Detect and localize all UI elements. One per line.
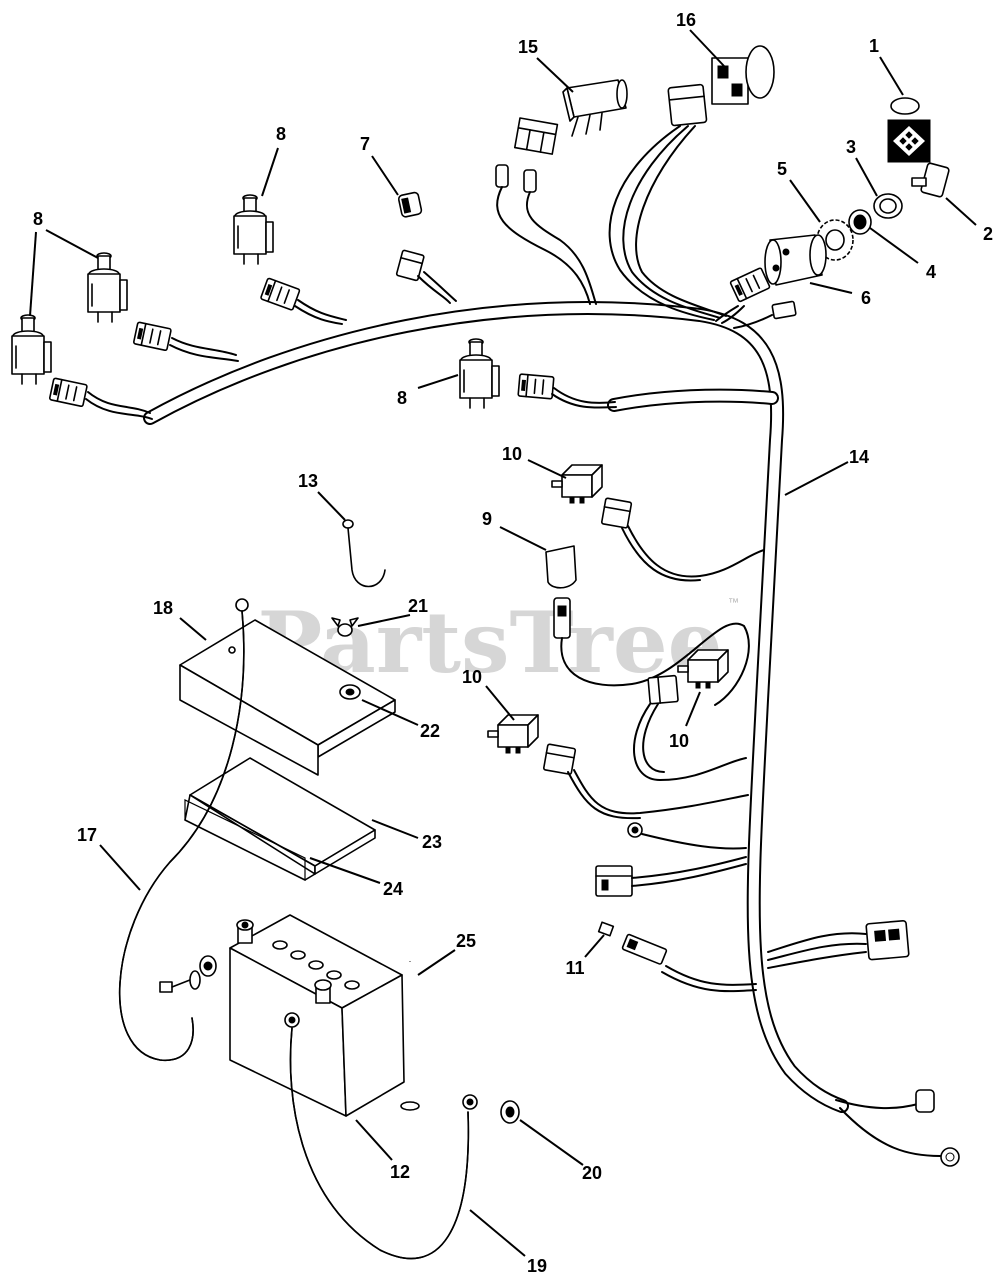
- callout-label: 1: [869, 36, 879, 56]
- relay-top: [551, 464, 765, 582]
- battery-cable-17: [118, 598, 249, 1061]
- battery-tray: [179, 619, 396, 776]
- hold-down-rod: [400, 961, 420, 1111]
- watermark-tm: ™: [728, 597, 739, 609]
- callout-label: 4: [926, 262, 936, 282]
- callout-label: 25: [456, 931, 476, 951]
- relay-lower-left: [487, 714, 749, 820]
- battery: [229, 914, 405, 1117]
- plunger-switch-left: [87, 252, 239, 362]
- decal: [887, 97, 931, 163]
- switch-16: [608, 45, 775, 321]
- hex-nut: [873, 193, 903, 219]
- battery-base-plate: [184, 794, 316, 881]
- callout-label: 10: [462, 667, 482, 687]
- terminal-boot: [545, 545, 750, 706]
- callout-label: 24: [383, 879, 403, 899]
- relay-right: [633, 649, 747, 782]
- harness-right-connector: [767, 919, 910, 969]
- battery-terminal-negative: [314, 979, 332, 1004]
- harness-end-terminals: [835, 1089, 960, 1167]
- ignition-switch: [715, 234, 827, 329]
- callout-leaders: [29, 29, 977, 1257]
- washer: [848, 209, 872, 235]
- callout-label: 3: [846, 137, 856, 157]
- callout-label: 2: [983, 224, 993, 244]
- callout-label: 8: [33, 209, 43, 229]
- callout-label: 5: [777, 159, 787, 179]
- callout-label: 21: [408, 596, 428, 616]
- callout-label: 10: [502, 444, 522, 464]
- callout-label: 12: [390, 1162, 410, 1182]
- callout-label: 23: [422, 832, 442, 852]
- callout-label: 19: [527, 1256, 547, 1276]
- callout-label: 18: [153, 598, 173, 618]
- terminal-bolt: [159, 955, 217, 993]
- plunger-switch-center: [459, 338, 617, 409]
- callout-label: 8: [397, 388, 407, 408]
- callout-label: 15: [518, 37, 538, 57]
- callout-label: 22: [420, 721, 440, 741]
- wing-nut: [331, 617, 359, 637]
- harness-lower-connectors: [595, 822, 747, 897]
- battery-cable-19: [284, 1012, 478, 1260]
- terminal-11: [597, 921, 757, 993]
- j-hook: [342, 519, 386, 588]
- callout-label: 7: [360, 134, 370, 154]
- switch-15: [495, 79, 628, 305]
- callout-label: 13: [298, 471, 318, 491]
- main-wiring-harness: [143, 301, 849, 1113]
- callout-label: 6: [861, 288, 871, 308]
- callout-label: 9: [482, 509, 492, 529]
- callout-labels: 16 15 1 3 2 5 4 6 7 8 8 8 14 10 13 9 21 …: [33, 10, 993, 1276]
- terminal-nut: [500, 1100, 520, 1124]
- callout-label: 8: [276, 124, 286, 144]
- callout-label: 11: [565, 958, 584, 978]
- callout-label: 17: [77, 825, 97, 845]
- flat-washer: [339, 684, 361, 700]
- callout-label: 20: [582, 1163, 602, 1183]
- ignition-key: [911, 162, 950, 198]
- callout-label: 14: [849, 447, 869, 467]
- seat-switch-far-left: [11, 314, 153, 420]
- battery-terminal-positive: [236, 919, 254, 944]
- connector-cap: [395, 191, 457, 304]
- callout-label: 16: [676, 10, 696, 30]
- plunger-switch-top: [233, 194, 347, 325]
- callout-label: 10: [669, 731, 689, 751]
